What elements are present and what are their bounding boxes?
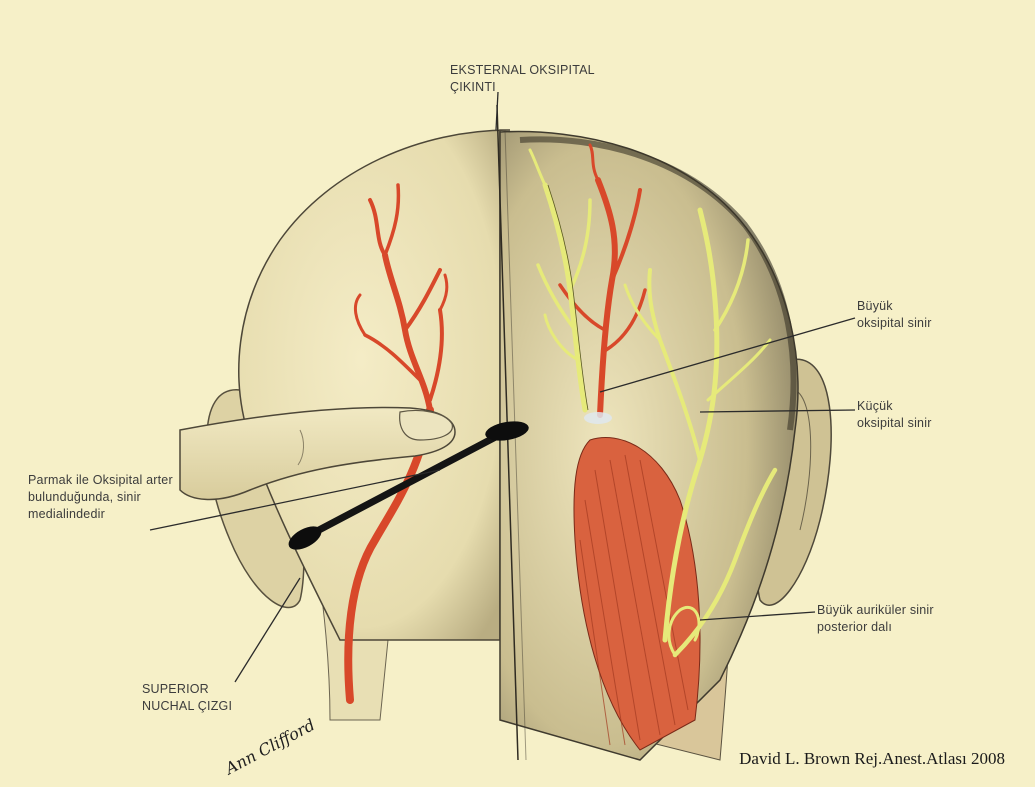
label-lesser-occipital-nerve: Küçük oksipital sinir [857,398,932,432]
label-greater-occipital-nerve: Büyük oksipital sinir [857,298,932,332]
label-palpation-note: Parmak ile Oksipital arter bulunduğunda,… [28,472,173,523]
nerve-emergence-point [584,412,612,424]
label-external-occipital-protuberance: EKSTERNAL OKSIPITAL ÇIKINTI [450,62,595,96]
source-credit: David L. Brown Rej.Anest.Atlası 2008 [739,749,1005,769]
label-great-auricular-nerve: Büyük auriküler sinir posterior dalı [817,602,934,636]
label-superior-nuchal-line: SUPERIOR NUCHAL ÇIZGI [142,681,232,715]
